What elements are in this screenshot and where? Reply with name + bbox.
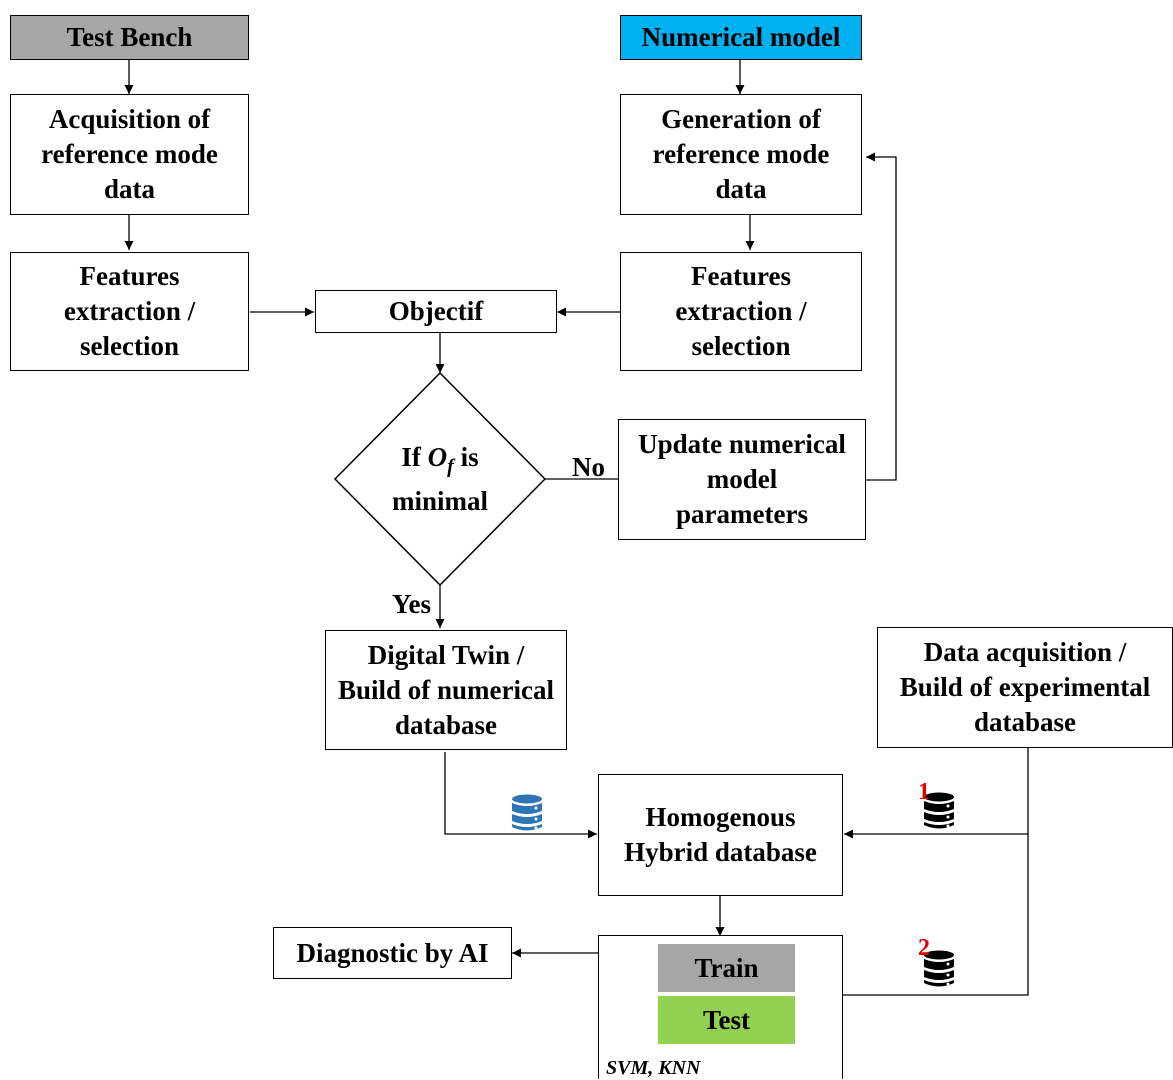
objectif-label: Objectif [388,296,484,326]
data-acquisition-box: Data acquisition / Build of experimental… [877,627,1173,748]
acquisition-box: Acquisition of reference mode data [10,94,249,215]
features-left-label: Features extraction / selection [63,261,196,361]
arrow-acquisition-test [795,834,1029,1000]
hybrid-db-box: Homogenous Hybrid database [598,774,843,896]
database-icon [924,792,954,829]
generation-box: Generation of reference mode data [620,94,862,215]
diagnostic-box: Diagnostic by AI [273,927,512,979]
arrow-digitaltwin-hybrid [444,752,597,839]
marker-1: 1 [918,779,930,805]
objective-subscript: f [447,455,454,478]
diagnostic-label: Diagnostic by AI [296,937,489,968]
hybrid-db-label: Homogenous Hybrid database [624,802,817,867]
digital-twin-label: Digital Twin / Build of numerical databa… [337,639,554,740]
test-bench-box: Test Bench [10,15,249,60]
digital-twin-box: Digital Twin / Build of numerical databa… [325,630,567,750]
update-box: Update numerical model parameters [618,419,866,540]
test-box: Test [658,996,795,1044]
decision-line1: If Of is [401,442,479,478]
numerical-model-label: Numerical model [641,22,841,52]
features-right-label: Features extraction / selection [675,261,807,361]
yes-label: Yes [392,589,431,619]
features-right-box: Features extraction / selection [620,252,862,371]
decision-line2: minimal [391,486,488,517]
train-label: Train [694,952,759,983]
train-box: Train [658,944,795,992]
generation-label: Generation of reference mode data [652,104,830,204]
decision-text: If Of is minimal [355,440,525,519]
acquisition-label: Acquisition of reference mode data [41,104,218,204]
arrow-update-generation [866,152,897,481]
data-acquisition-label: Data acquisition / Build of experimental… [899,637,1151,737]
algorithms-caption: SVM, KNN [606,1057,701,1079]
objectif-box: Objectif [315,290,557,333]
decision-diamond [333,371,547,587]
features-left-box: Features extraction / selection [10,252,249,371]
test-label: Test [702,1004,750,1035]
update-label: Update numerical model parameters [638,429,846,529]
no-label: No [572,452,605,482]
marker-2: 2 [918,935,930,961]
objective-symbol: O [427,442,448,472]
database-icon [512,794,542,831]
database-icon [924,950,954,987]
numerical-model-box: Numerical model [620,15,862,60]
test-bench-label: Test Bench [66,22,193,52]
